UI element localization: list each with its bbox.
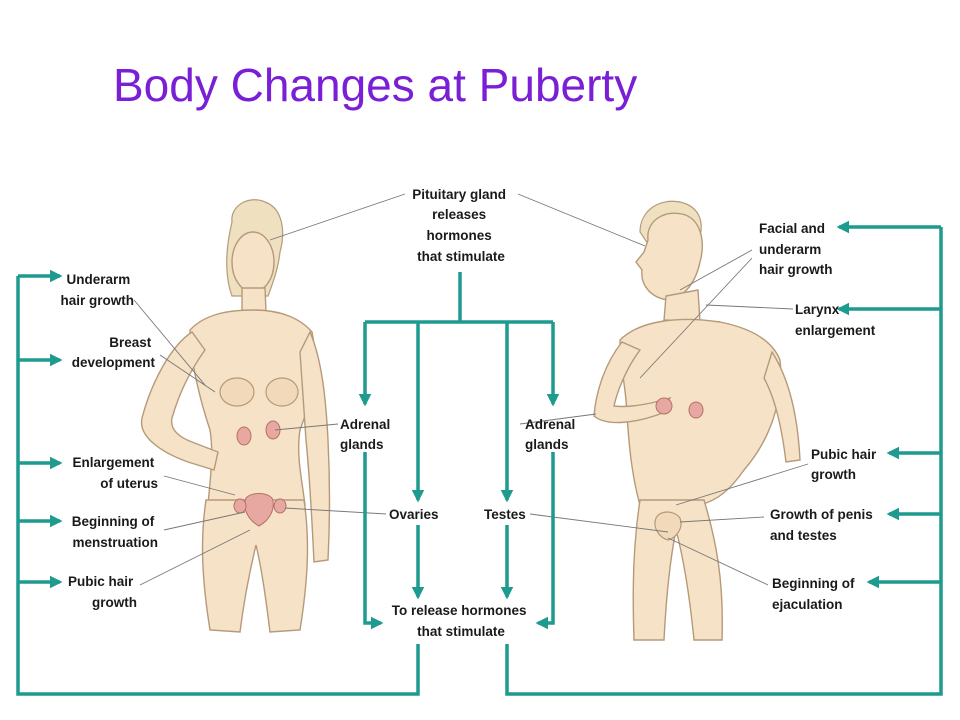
- female-underarm-hair-label: Underarm hair growth: [61, 272, 135, 308]
- flow-lines: [16, 220, 943, 696]
- female-uterus-enlargement-label: Enlargement of uterus: [72, 455, 158, 491]
- female-figure-illustration: [140, 199, 331, 633]
- ovaries-label: Ovaries: [389, 507, 439, 522]
- male-larynx-label: Larynx enlargement: [795, 302, 876, 338]
- male-ejaculation-label: Beginning of ejaculation: [772, 576, 858, 612]
- male-penis-testes-label: Growth of penis and testes: [770, 507, 877, 543]
- testes-label: Testes: [484, 507, 526, 522]
- female-breast-development-label: Breast development: [72, 335, 156, 370]
- pituitary-label: Pituitary gland releases hormones that s…: [412, 187, 510, 264]
- page-title: Body Changes at Puberty: [113, 59, 638, 111]
- male-facial-underarm-hair-label: Facial and underarm hair growth: [759, 221, 833, 277]
- male-figure-illustration: [593, 200, 801, 641]
- release-hormones-label: To release hormones that stimulate: [392, 603, 531, 639]
- adrenal-glands-right-label: Adrenal glands: [525, 417, 579, 452]
- male-pubic-hair-label: Pubic hair growth: [811, 447, 880, 482]
- female-menstruation-label: Beginning of menstruation: [72, 514, 158, 550]
- female-pubic-hair-label: Pubic hair growth: [68, 574, 137, 610]
- adrenal-glands-left-label: Adrenal glands: [340, 417, 394, 452]
